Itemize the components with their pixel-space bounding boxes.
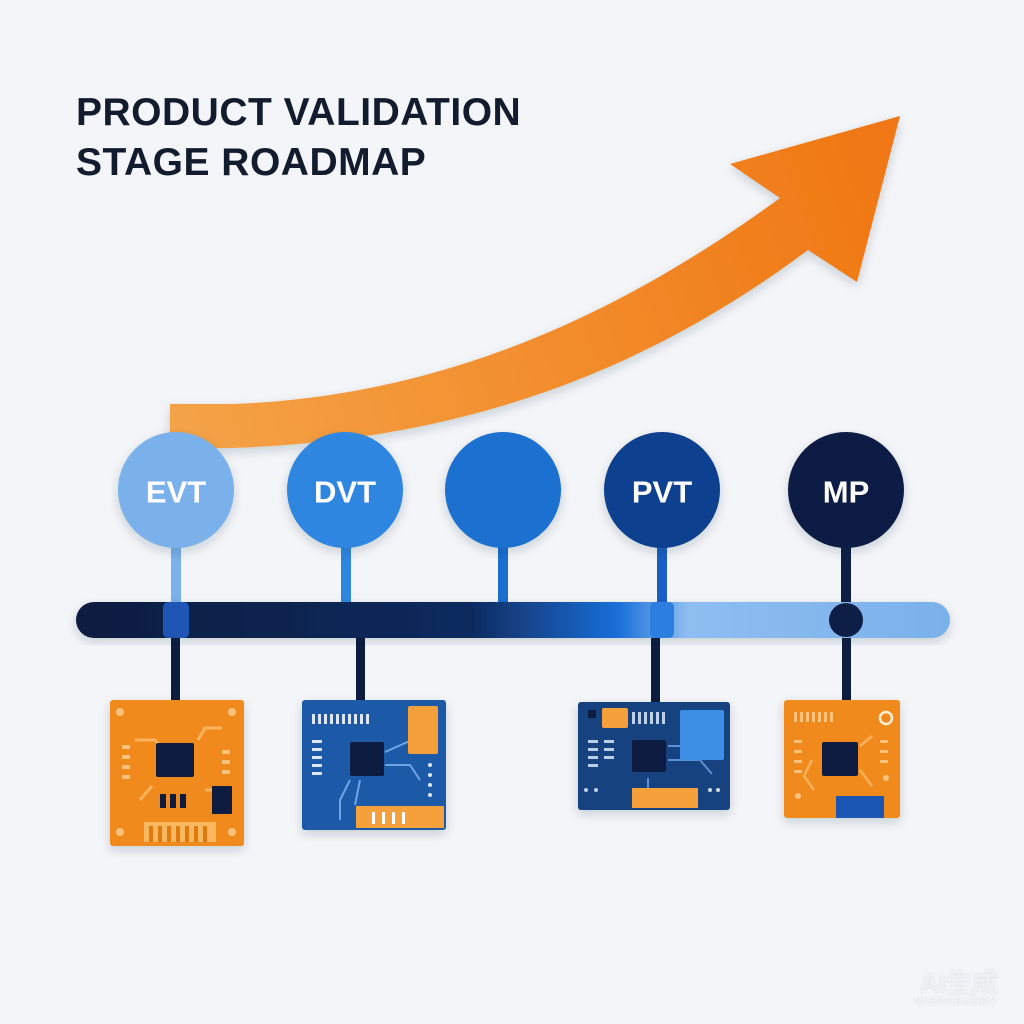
connector-dvt-lower	[356, 638, 365, 704]
growth-arrow	[170, 116, 900, 448]
title-line-1: PRODUCT VALIDATION	[76, 91, 522, 134]
watermark-sub: WORKBUDDY	[915, 996, 998, 1008]
stage-label-evt: EVT	[146, 475, 206, 510]
stage-circle-dvt[interactable]	[287, 432, 403, 548]
stage-label-dvt: DVT	[314, 475, 376, 510]
upper-connectors	[171, 540, 851, 604]
circuit-board-dvt	[302, 700, 446, 830]
watermark: AI生成 WORKBUDDY	[915, 970, 998, 1008]
circuit-board-pvt	[578, 702, 730, 810]
connector-evt-upper	[171, 540, 181, 604]
circuit-board-mp	[784, 700, 900, 818]
timeline-bar	[76, 602, 950, 638]
connector-pvt-upper	[657, 540, 667, 604]
stage-circle-3[interactable]	[445, 432, 561, 548]
connector-evt-lower	[171, 638, 180, 704]
page-title: PRODUCT VALIDATION STAGE ROADMAP	[76, 88, 521, 188]
stage-evt[interactable]: EVT	[118, 432, 234, 548]
junction-pvt	[650, 602, 674, 638]
junction-evt	[163, 602, 189, 638]
stage-3[interactable]	[445, 432, 561, 548]
stage-circle-pvt[interactable]	[604, 432, 720, 548]
stage-label-pvt: PVT	[632, 475, 692, 510]
junction-mp	[829, 603, 863, 637]
stage-dvt[interactable]: DVT	[287, 432, 403, 548]
stage-circle-evt[interactable]	[118, 432, 234, 548]
lower-connectors	[171, 638, 851, 704]
stage-pvt[interactable]: PVT	[604, 432, 720, 548]
connector-dvt-upper	[341, 540, 351, 604]
connector-pvt-lower	[651, 638, 660, 704]
connector-stage3-upper	[498, 540, 508, 604]
connector-mp-upper	[841, 540, 851, 604]
stage-label-mp: MP	[823, 475, 870, 510]
title-line-2: STAGE ROADMAP	[76, 141, 427, 184]
circuit-board-evt	[110, 700, 244, 846]
stage-mp[interactable]: MP	[788, 432, 904, 548]
stage-circle-mp[interactable]	[788, 432, 904, 548]
connector-mp-lower	[842, 638, 851, 704]
watermark-main: AI生成	[919, 968, 998, 998]
